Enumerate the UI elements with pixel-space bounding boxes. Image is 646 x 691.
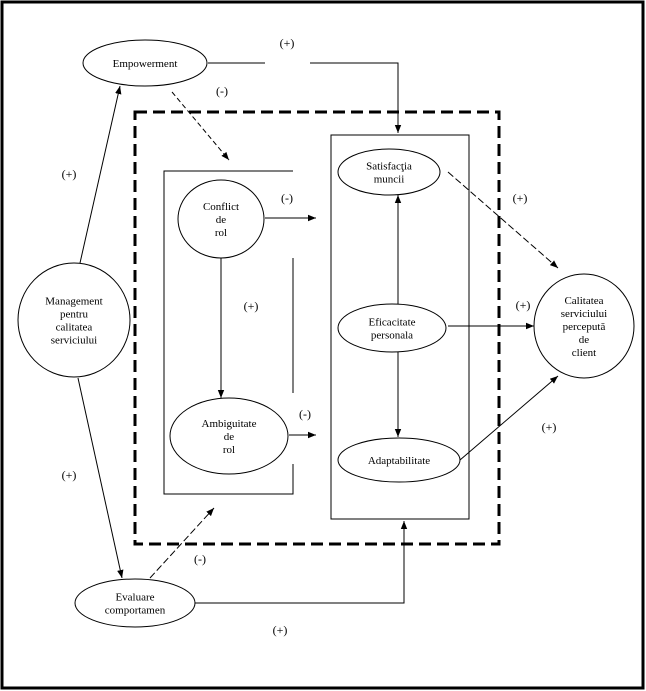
node-label-line: de <box>579 334 590 346</box>
node-conflict <box>177 179 265 259</box>
node-ambiguitate <box>169 397 289 475</box>
edge-eval-right <box>195 521 408 604</box>
node-label-line: calitatea <box>56 322 93 334</box>
edge-mgmt-emp <box>79 85 122 264</box>
sign-mgmt-eval: (+) <box>62 468 77 482</box>
node-management <box>17 262 131 378</box>
sign-satisf-calit: (+) <box>513 191 528 205</box>
node-label-line: Empowerment <box>113 58 178 70</box>
sign-conflict-right: (-) <box>281 191 293 205</box>
edge-emp-roles <box>171 91 230 161</box>
edge-mgmt-eval <box>77 377 124 579</box>
node-label-line: de <box>216 214 227 226</box>
node-label-line: client <box>572 347 596 359</box>
node-label-line: Evaluare <box>115 592 154 604</box>
role-box <box>163 170 294 495</box>
node-label-line: Management <box>45 296 102 308</box>
node-label-line: Calitatea <box>564 295 603 307</box>
label-adaptabilitate: Adaptabilitate <box>368 455 430 467</box>
node-label-line: comportamen <box>105 605 166 617</box>
dashed-boundary <box>133 110 501 546</box>
edge-eval-roles <box>149 507 215 579</box>
node-label-line: personala <box>371 330 413 342</box>
node-label-line: serviciului <box>561 308 607 320</box>
node-label-line: Satisfacţia <box>366 161 412 173</box>
node-label-line: Eficacitate <box>368 317 415 329</box>
node-label-line: Conflict <box>203 201 239 213</box>
node-label-line: muncii <box>374 174 405 186</box>
edge-emp-satisf-b <box>310 62 402 133</box>
sign-mgmt-emp: (+) <box>62 167 77 181</box>
node-label-line: pentru <box>60 309 89 321</box>
sign-emp-roles: (-) <box>216 84 228 98</box>
node-label-line: Ambiguitate <box>202 418 257 430</box>
connectors <box>77 62 559 604</box>
node-label-line: rol <box>223 444 235 456</box>
sign-eficac-calit: (+) <box>516 298 531 312</box>
edge-satisf-calit <box>447 171 559 269</box>
sign-adapt-calit: (+) <box>542 420 557 434</box>
node-label-line: de <box>224 431 235 443</box>
label-empowerment: Empowerment <box>113 58 178 70</box>
node-empowerment <box>82 39 208 87</box>
node-label-line: percepută <box>563 321 606 333</box>
sign-eval-roles: (-) <box>194 552 206 566</box>
node-label-line: serviciului <box>51 335 97 347</box>
node-label-line: rol <box>215 227 227 239</box>
sign-emp-satisf: (+) <box>280 36 295 50</box>
node-calitatea <box>533 273 635 379</box>
node-label-line: Adaptabilitate <box>368 455 430 467</box>
sign-eval-right: (+) <box>273 623 288 637</box>
node-satisfactia <box>337 148 441 196</box>
node-evaluare <box>74 578 196 628</box>
node-adaptabilitate <box>337 437 461 483</box>
employee-outcomes-box <box>330 134 470 520</box>
sign-ambig-right: (-) <box>299 407 311 421</box>
node-eficacitate <box>337 303 447 353</box>
edge-adapt-calit <box>459 375 559 461</box>
sign-conflict-ambig: (+) <box>244 299 259 313</box>
sign-labels: (+) (-) (+) (+) (-) (+) (-) (+) (+) (+) … <box>62 36 557 637</box>
